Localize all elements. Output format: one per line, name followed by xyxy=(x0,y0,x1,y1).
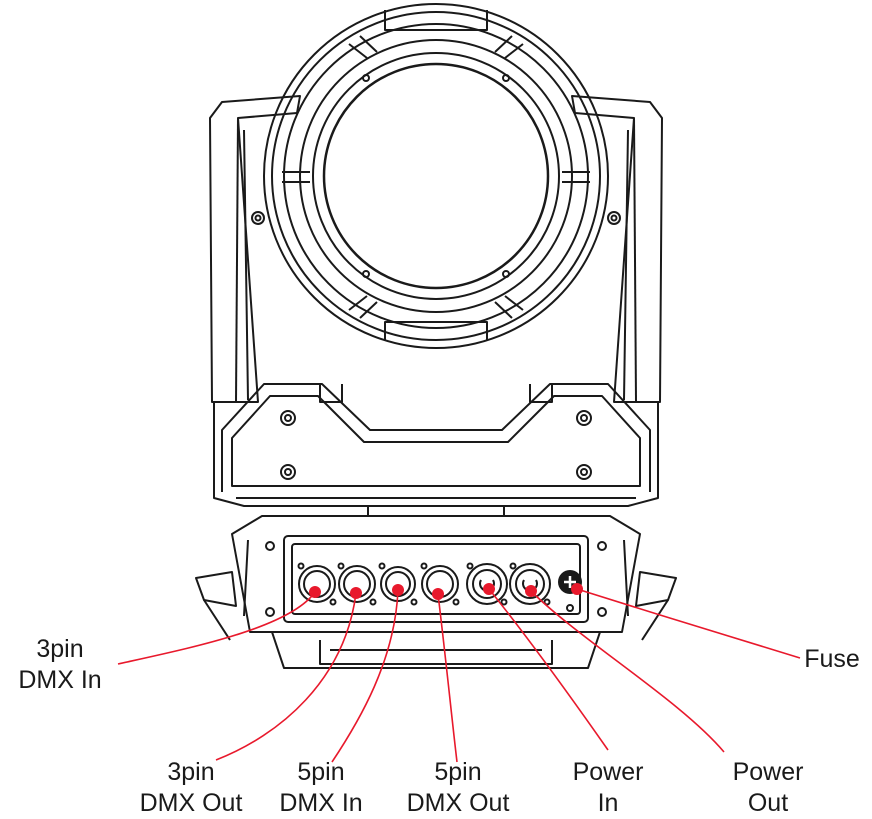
head-housing xyxy=(263,3,609,349)
base-screw-top-right xyxy=(576,410,592,426)
label-3pin-dmx-out-line1: 3pin xyxy=(167,758,215,786)
marker-power-in xyxy=(483,583,495,595)
label-power-in-line1: Power xyxy=(572,758,644,786)
yoke-right-arm xyxy=(571,95,663,403)
head-ring-screws xyxy=(362,74,510,278)
marker-power-out xyxy=(525,585,537,597)
label-5pin-dmx-in-line1: 5pin xyxy=(297,758,345,786)
base-screw-bottom-right xyxy=(576,464,592,480)
label-3pin-dmx-in-line2: DMX In xyxy=(18,666,102,694)
marker-3pin-dmx-in xyxy=(309,586,321,598)
label-3pin-dmx-in-line1: 3pin xyxy=(36,635,84,663)
label-fuse-text: Fuse xyxy=(804,645,860,673)
yoke-left-arm xyxy=(209,95,301,403)
base-screw-top-left xyxy=(280,410,296,426)
connector-power-out xyxy=(509,562,551,606)
yoke-screw-left xyxy=(251,211,265,225)
leader-line-3pin-dmx-out xyxy=(215,592,357,761)
leader-line-fuse xyxy=(576,588,801,659)
leader-line-5pin-dmx-in xyxy=(331,589,399,763)
label-5pin-dmx-out: 5pin DMX Out xyxy=(388,757,528,819)
yoke-base xyxy=(213,383,659,507)
connector-power-in xyxy=(466,562,508,606)
base-unit xyxy=(195,515,677,669)
label-power-out-line1: Power xyxy=(732,758,804,786)
leader-line-3pin-dmx-in xyxy=(117,591,316,665)
label-5pin-dmx-in-line2: DMX In xyxy=(279,789,363,817)
label-power-in-line2: In xyxy=(597,789,619,817)
panel-indicator-dot xyxy=(566,604,574,612)
label-5pin-dmx-out-line2: DMX Out xyxy=(406,789,510,817)
label-fuse: Fuse xyxy=(796,644,868,675)
label-5pin-dmx-in: 5pin DMX In xyxy=(262,757,380,819)
marker-5pin-dmx-out xyxy=(432,588,444,600)
panel-screws xyxy=(265,541,607,617)
yoke-screw-right xyxy=(607,211,621,225)
label-power-in: Power In xyxy=(552,757,664,819)
connector-3pin-dmx-in xyxy=(297,562,337,606)
label-3pin-dmx-out: 3pin DMX Out xyxy=(128,757,254,819)
label-power-out-line2: Out xyxy=(747,789,789,817)
label-3pin-dmx-out-line2: DMX Out xyxy=(139,789,243,817)
leader-line-5pin-dmx-out xyxy=(437,593,458,763)
base-screw-bottom-left xyxy=(280,464,296,480)
leader-line-power-out xyxy=(530,590,725,753)
leader-line-power-in xyxy=(488,588,609,751)
marker-3pin-dmx-out xyxy=(350,587,362,599)
label-3pin-dmx-in: 3pin DMX In xyxy=(4,634,116,696)
marker-fuse xyxy=(571,583,583,595)
pan-neck xyxy=(367,506,505,517)
label-5pin-dmx-out-line1: 5pin xyxy=(434,758,482,786)
label-power-out: Power Out xyxy=(712,757,824,819)
marker-5pin-dmx-in xyxy=(392,584,404,596)
